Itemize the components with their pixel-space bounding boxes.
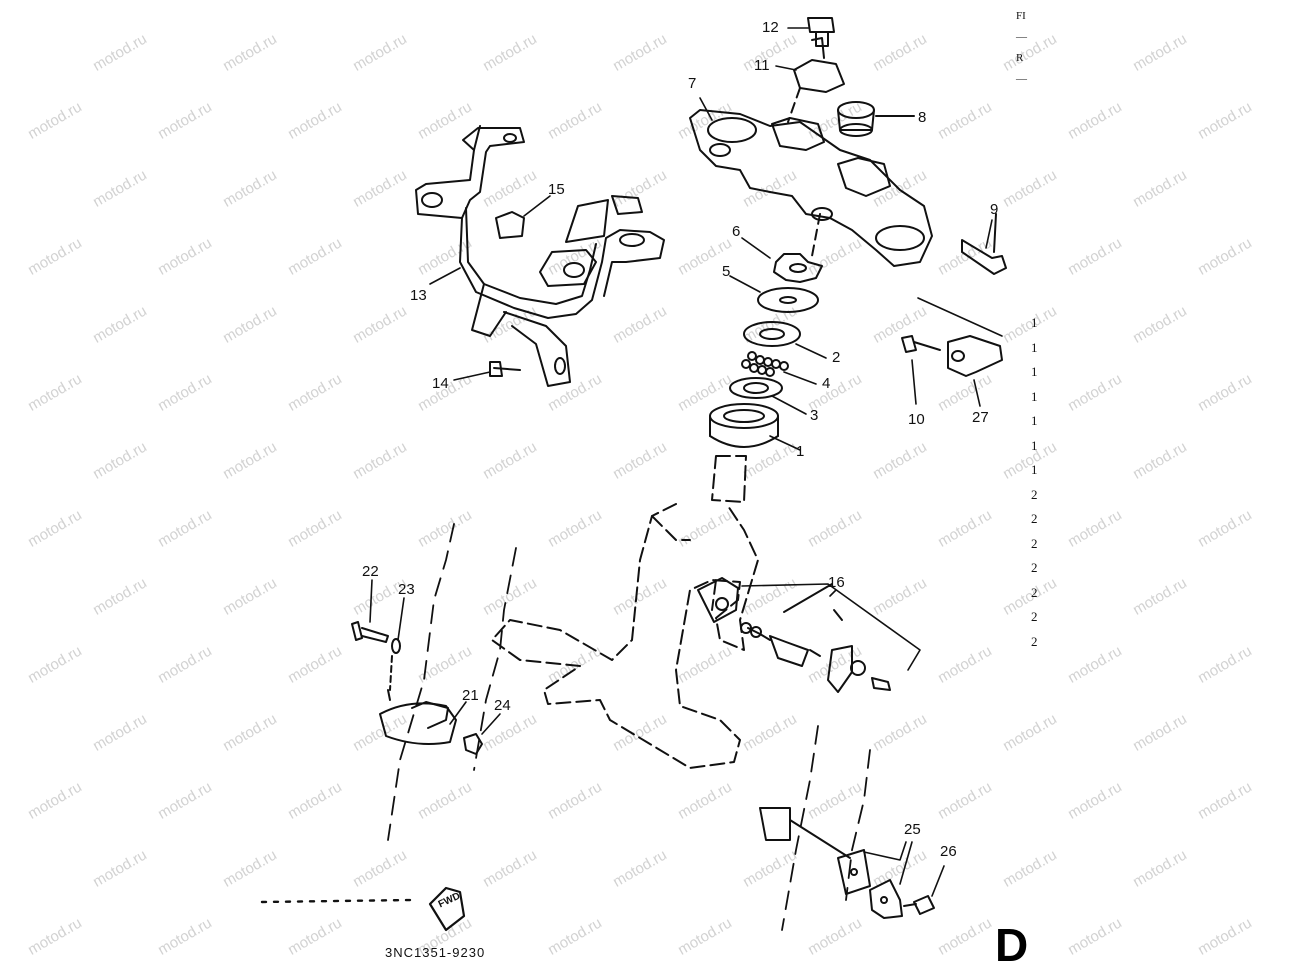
edge-digit: 2 [1031,535,1038,551]
corner-text: FI — R — [1016,6,1027,90]
callout-16: 16 [828,574,845,591]
callout-1: 1 [796,443,805,460]
callout-23: 23 [398,581,415,598]
ball-bearing-part-4 [741,351,789,377]
pinch-bolt-part-9 [961,213,1007,275]
callout-24: 24 [494,697,511,714]
edge-digit: 2 [1031,609,1038,624]
top-crown-part-7 [689,17,933,267]
edge-digit: 1 [1031,437,1038,453]
ring-nut-part-6 [773,253,823,283]
race-part-2 [743,321,801,347]
callout-2: 2 [832,349,841,366]
edge-digit: 2 [1031,560,1038,575]
steering-lock-part-16 [697,577,921,693]
callout-13: 13 [410,287,427,304]
upper-bracket-part-13 [415,125,665,387]
section-letter: D [995,919,1029,971]
left-fork-tube-outline [387,523,517,841]
callout-22: 22 [362,563,379,580]
bolt-part-22 [351,621,389,643]
drawing-code: 3NC1351-9230 [385,945,486,960]
corner-line-1: FI [1016,10,1026,22]
callout-3: 3 [810,407,819,424]
callout-14: 14 [432,375,449,392]
bearing-part-1 [709,403,779,448]
race-part-3 [729,377,783,399]
edge-digit: 2 [1031,486,1038,502]
callout-26: 26 [940,843,957,860]
edge-digit: 2 [1031,584,1038,600]
callout-15: 15 [548,181,565,198]
callout-5: 5 [722,263,731,280]
callout-10: 10 [908,411,925,428]
callout-4: 4 [822,375,831,392]
callout-27: 27 [972,409,989,426]
clamp-part-21 [379,689,457,745]
fwd-arrow-icon [260,886,466,932]
corner-line-4: — [1016,72,1027,85]
washer-part-5 [757,287,819,313]
edge-digit: 2 [1031,511,1038,526]
bolt-part-26 [903,895,935,915]
callout-25: 25 [904,821,921,838]
callout-11: 11 [754,57,770,74]
callout-21: 21 [462,687,479,704]
edge-digit: 1 [1031,339,1038,355]
callout-9: 9 [990,201,999,218]
under-bracket-outline [491,455,759,769]
nut-part-24 [463,733,483,755]
edge-digit: 1 [1031,413,1038,428]
edge-digit: 1 [1031,388,1038,404]
edge-digit: 1 [1031,364,1038,379]
edge-digit: 1 [1031,315,1038,330]
callout-8: 8 [918,109,927,126]
washer-part-23 [389,638,401,691]
bolt-part-10 [901,335,941,353]
corner-line-3: R [1016,51,1024,64]
edge-digit: 1 [1031,462,1038,477]
callout-6: 6 [732,223,741,240]
bracket-part-25 [759,807,903,919]
edge-digit: 2 [1031,633,1038,649]
bracket-part-27 [917,297,1003,377]
right-fork-tube-outline [781,725,871,931]
leader-lines [369,27,993,897]
callout-7: 7 [688,75,697,92]
callout-12: 12 [762,19,779,36]
corner-line-2: — [1016,30,1027,43]
steering-nut-part-8 [837,101,915,137]
